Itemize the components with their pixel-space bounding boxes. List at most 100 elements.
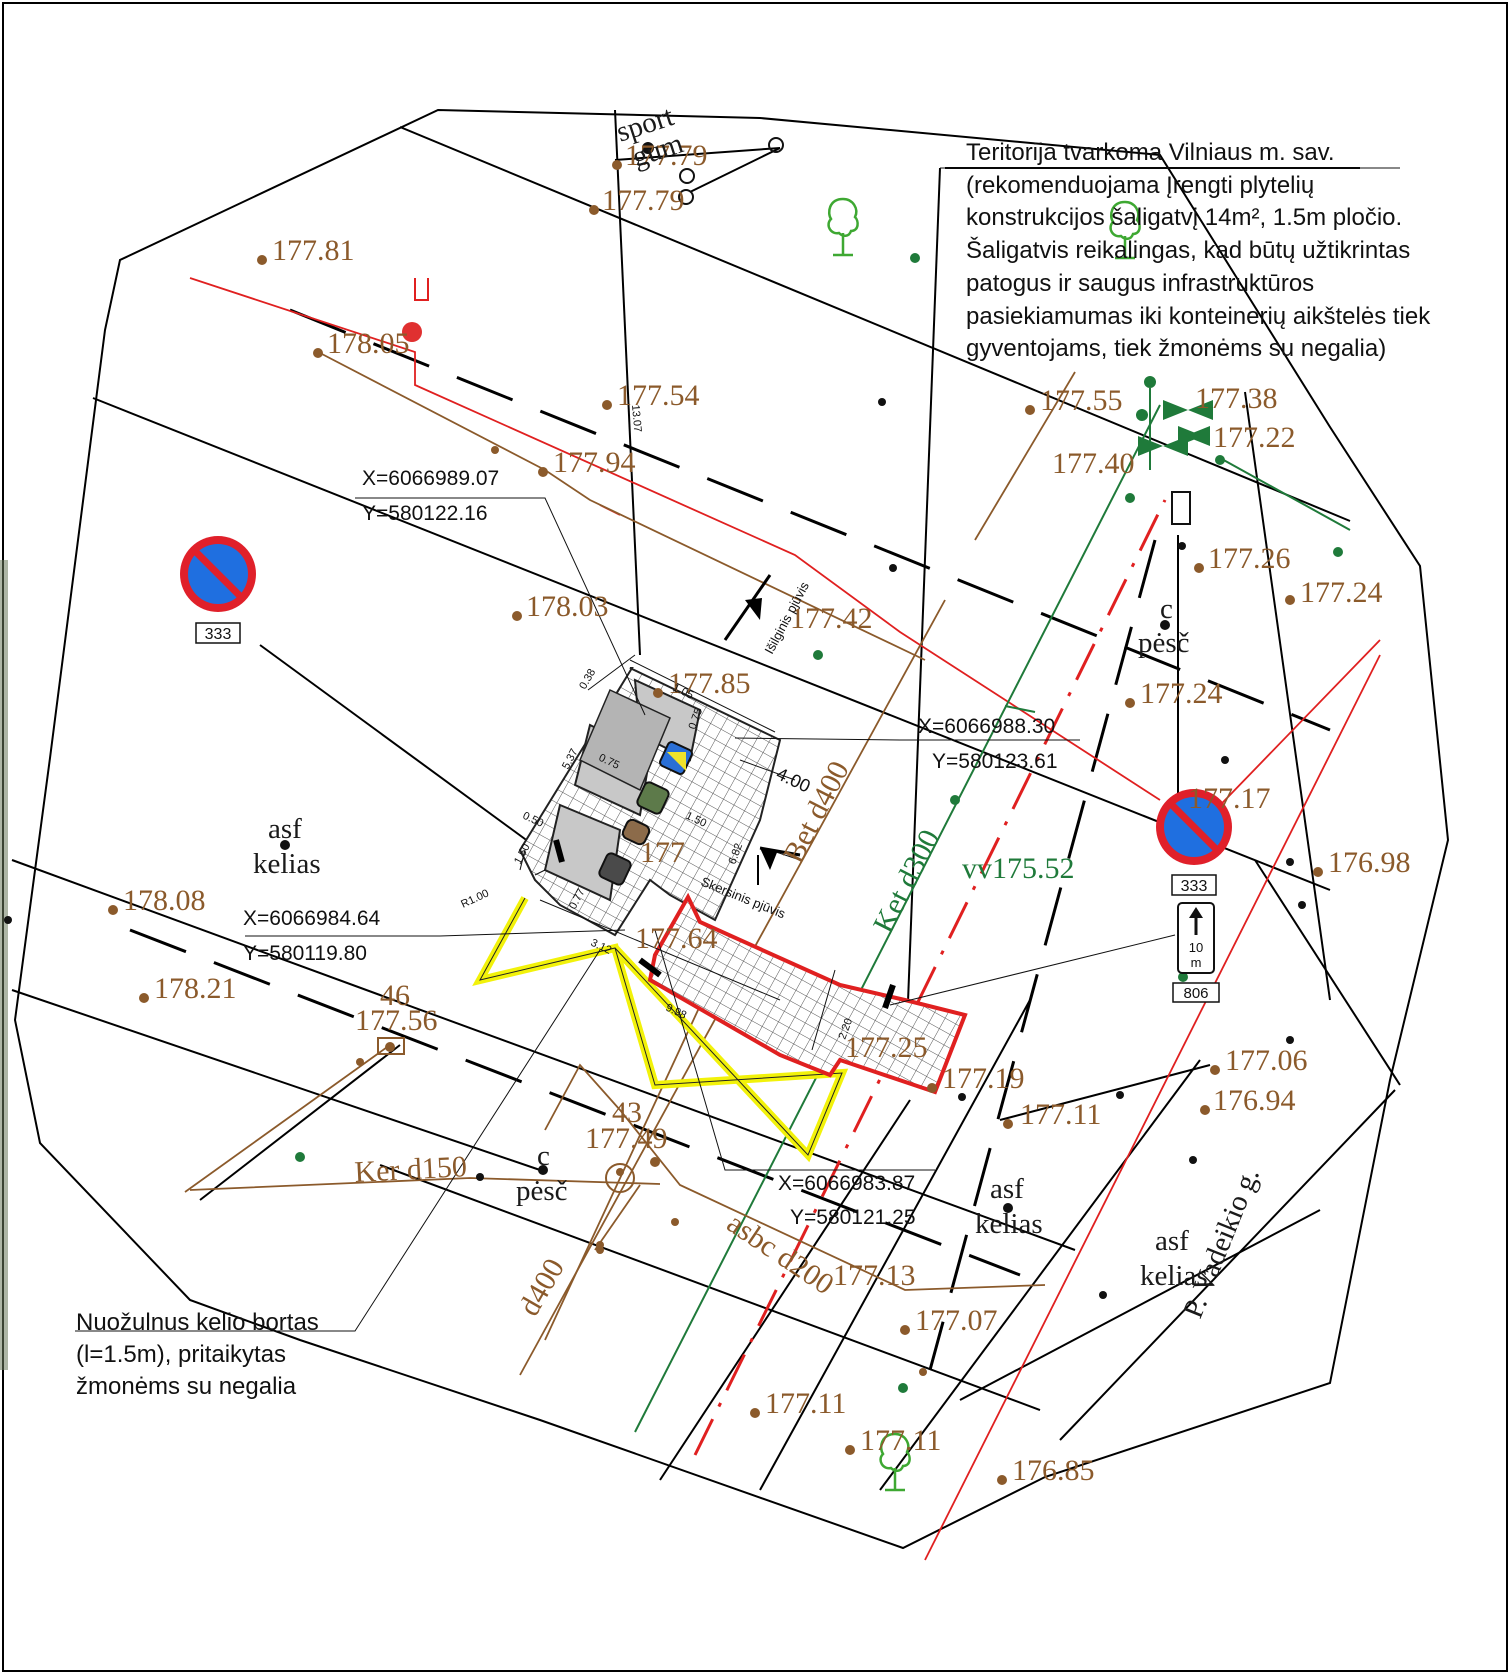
elev-label: 176.94	[1213, 1084, 1296, 1117]
label-kelias: kelias	[253, 848, 321, 880]
elev-label-water: 175.52	[992, 852, 1075, 885]
container-brown-icon	[621, 818, 651, 846]
dimension-lines	[519, 654, 836, 1051]
elev-label: 177	[640, 836, 685, 869]
section-markers	[553, 574, 896, 1009]
survey-points	[4, 142, 1306, 1299]
elev-label: 177.24	[1300, 576, 1383, 609]
svg-text:Šaligatvis reikalingas, kad bū: Šaligatvis reikalingas, kad būtų užtikri…	[966, 236, 1410, 264]
elev-label: 177.06	[1225, 1044, 1308, 1077]
coord-y-4: Y=580121.25	[790, 1206, 916, 1229]
survey-boundary	[13, 108, 1450, 1550]
svg-text:(l=1.5m), pritaikytas: (l=1.5m), pritaikytas	[76, 1341, 286, 1368]
label-asf: asf	[268, 813, 302, 845]
svg-text:konstrukcijos šaligatvį 14m²,: konstrukcijos šaligatvį 14m², 1.5m ploči…	[966, 204, 1402, 231]
utility-box-icon	[1171, 491, 1191, 525]
coord-y-3: Y=580119.80	[243, 942, 367, 965]
elev-label: 177.94	[553, 446, 636, 479]
elev-label: 177.38	[1195, 382, 1278, 415]
elev-label: 177.64	[635, 922, 718, 955]
container-green-icon	[636, 781, 670, 815]
valve-icons	[295, 253, 1343, 1393]
svg-text:gyventojams, tiek žmonėms su n: gyventojams, tiek žmonėms su negalia)	[966, 335, 1386, 362]
label-asf-3: asf	[1155, 1225, 1189, 1257]
coord-x-3: X=6066984.64	[243, 907, 381, 930]
elev-label: 178.08	[123, 884, 206, 917]
pole-icon	[414, 278, 429, 301]
container-platform	[518, 667, 782, 937]
label-pesc-2: pėsč	[516, 1175, 568, 1207]
coordinate-labels: X=6066989.07 Y=580122.16 X=6066988.30 Y=…	[243, 467, 1058, 1229]
coord-y-2: Y=580123.61	[932, 750, 1058, 773]
elev-label: 177.49	[585, 1122, 668, 1155]
elev-label: 177.11	[860, 1424, 941, 1457]
elev-label: 177.25	[845, 1031, 928, 1064]
elev-label: 178.03	[526, 590, 609, 623]
svg-text:Nuožulnus kelio bortas: Nuožulnus kelio bortas	[76, 1309, 319, 1336]
elev-label: 177.79	[625, 139, 708, 172]
coord-y-1: Y=580122.16	[362, 502, 488, 525]
label-pesc: pėsč	[1138, 627, 1190, 659]
elev-label: 177.56	[355, 1004, 438, 1037]
elev-label: 177.17	[1188, 782, 1271, 815]
label-ker-d150: Ker d150	[354, 1150, 468, 1189]
svg-text:žmonėms su negalia: žmonėms su negalia	[76, 1373, 297, 1400]
street-name-label: P. Vadeikio g.	[1177, 1163, 1266, 1322]
svg-text:Teritorija tvarkoma Vilniaus m: Teritorija tvarkoma Vilniaus m. sav.	[966, 139, 1335, 166]
elev-label: 178.05	[327, 327, 410, 360]
elev-label: 177.79	[602, 184, 685, 217]
sign-806-dist: 10	[1189, 940, 1203, 955]
label-c-2: c	[537, 1140, 550, 1172]
elev-label: 177.22	[1213, 421, 1296, 454]
sign-code-right: 333	[1181, 878, 1208, 895]
elev-label: 177.85	[668, 667, 751, 700]
edge-strip	[0, 560, 8, 1370]
container-black-icon	[598, 852, 632, 886]
elev-label: 177.11	[765, 1387, 846, 1420]
new-sidewalk	[647, 892, 968, 1095]
coord-leaders	[75, 167, 1400, 1332]
elev-label: 176.85	[1012, 1454, 1095, 1487]
manhole-marks	[377, 1037, 635, 1193]
coord-x-2: X=6066988.30	[918, 715, 1055, 738]
curb-ramp-outline	[479, 897, 843, 1156]
road-edges	[11, 109, 1401, 1491]
svg-text:13.07: 13.07	[629, 404, 643, 432]
elev-label: 177.26	[1208, 542, 1291, 575]
label-kelias-2: kelias	[975, 1208, 1043, 1240]
no-parking-sign-icon: 333	[180, 536, 256, 644]
elev-label: 177.11	[1020, 1098, 1101, 1131]
svg-text:R1.00: R1.00	[459, 887, 491, 910]
label-ket-d300: Ket d300	[867, 824, 947, 938]
sign-806-unit: m	[1191, 955, 1202, 970]
tree-icon	[827, 197, 859, 257]
sign-code-left: 333	[205, 626, 232, 643]
label-vv: vv	[962, 852, 992, 885]
lane-markings	[129, 308, 1331, 1371]
elev-label: 177.55	[1040, 384, 1123, 417]
elevation-dots	[108, 160, 1323, 1485]
elev-label: 176.98	[1328, 846, 1411, 879]
svg-text:patogus ir saugus infrastruktū: patogus ir saugus infrastruktūros	[966, 270, 1314, 297]
water-line	[634, 388, 1351, 1433]
elev-label: 177.19	[942, 1062, 1025, 1095]
svg-text:pasiekiamumas iki konteinerių: pasiekiamumas iki konteinerių aikštelės …	[966, 303, 1431, 330]
elevation-labels: 177.79 177.79 177.81 178.05 177.54 177.9…	[123, 139, 1411, 1487]
label-asf-2: asf	[990, 1173, 1024, 1205]
elev-label: 177.81	[272, 234, 355, 267]
coord-x-1: X=6066989.07	[362, 467, 499, 490]
sign-806-icon: 10 m 806	[1172, 902, 1220, 1003]
hydrant-icon	[402, 322, 422, 342]
label-c: c	[1160, 593, 1173, 625]
note-top: Teritorija tvarkoma Vilniaus m. sav. (re…	[966, 139, 1431, 362]
elev-label: 177.24	[1140, 677, 1223, 710]
label-43: 43	[612, 1096, 642, 1129]
label-kelias-3: kelias	[1140, 1260, 1208, 1292]
no-parking-sign-icon-2: 333	[1156, 789, 1232, 896]
sign-806-code: 806	[1183, 985, 1208, 1002]
elev-label: 177.42	[790, 602, 873, 635]
label-46: 46	[380, 979, 410, 1012]
elev-label: 177.13	[833, 1259, 916, 1292]
